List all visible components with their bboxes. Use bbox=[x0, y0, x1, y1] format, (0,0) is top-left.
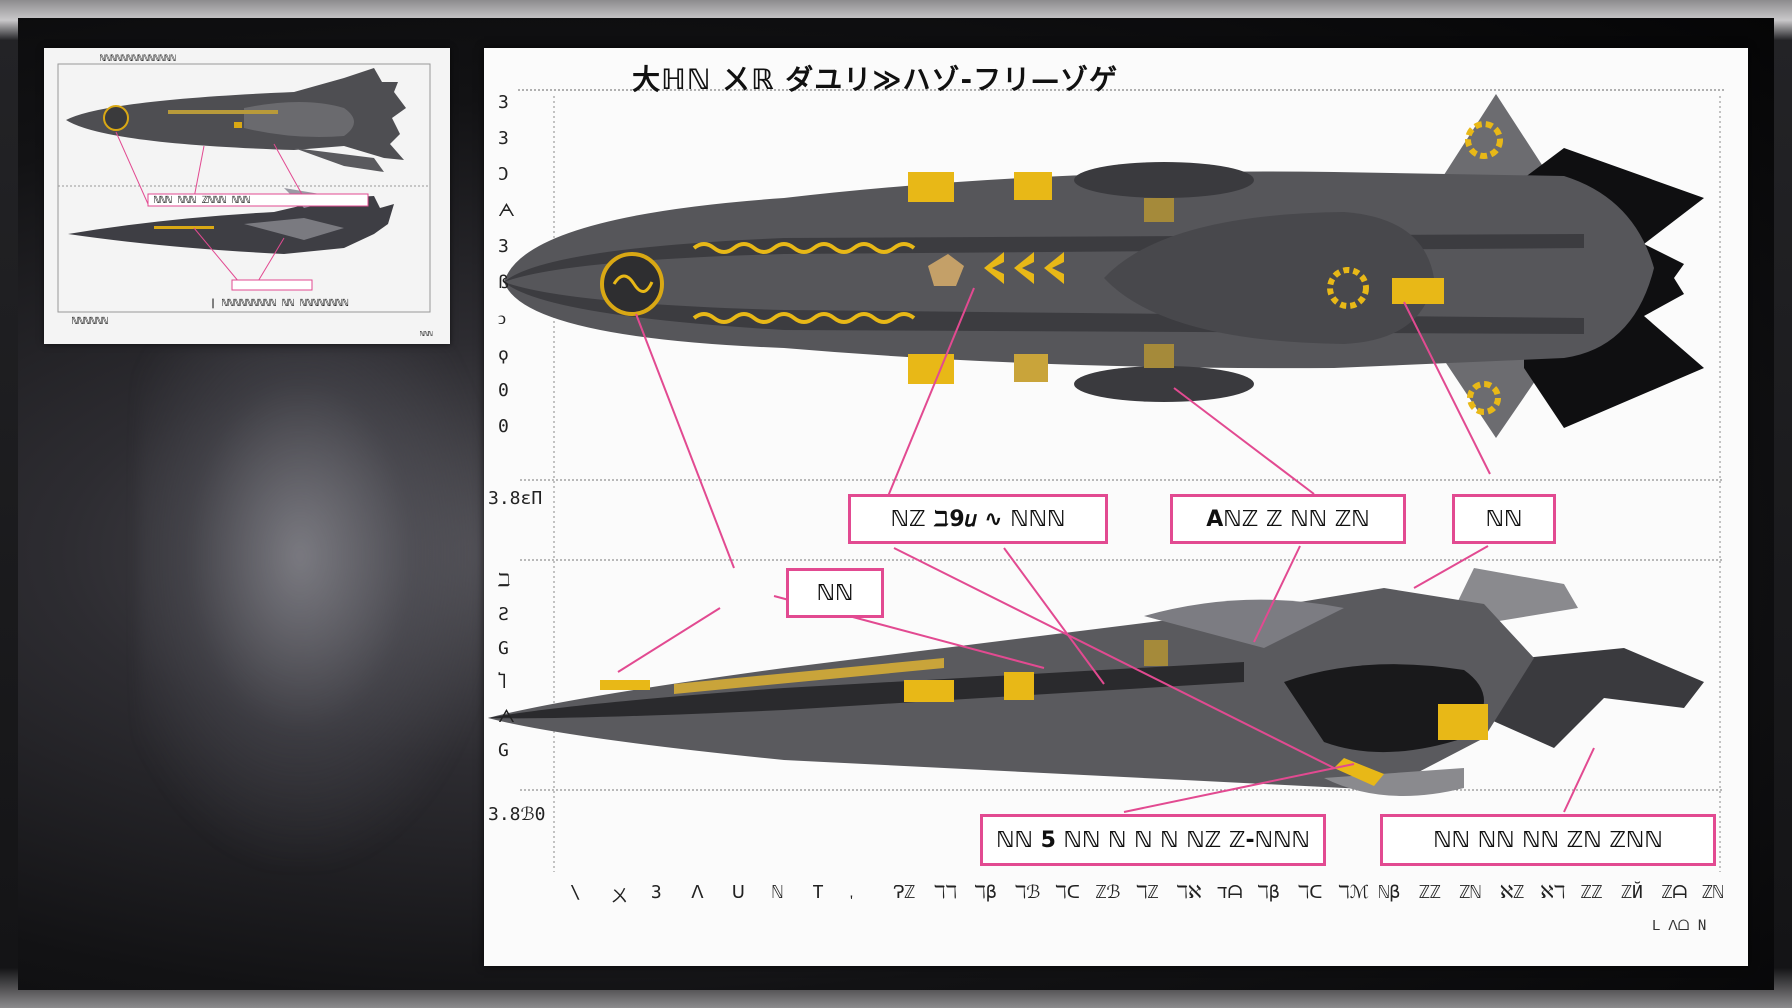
decal-upper-1 bbox=[908, 172, 954, 202]
decal-gear-pod bbox=[1327, 267, 1369, 309]
x-tick: ℸℤ bbox=[1136, 882, 1159, 903]
x-tick: ㄨ bbox=[610, 886, 629, 907]
thumbnail-title: ℕℕℕℕℕℕℕℕℕℕℕℕℕℕ bbox=[100, 54, 176, 64]
x-tick: ℸℳ bbox=[1338, 882, 1369, 903]
y-tick-top: 3 bbox=[498, 236, 509, 257]
x-tick: \ bbox=[570, 882, 581, 903]
engine-pod bbox=[1104, 212, 1434, 344]
decal-upper-3 bbox=[1144, 198, 1174, 222]
decal-hex bbox=[928, 254, 964, 286]
missile-side-view bbox=[488, 568, 1704, 796]
fuselage bbox=[504, 171, 1654, 369]
y-tick-top: ϙ bbox=[498, 344, 509, 365]
x-tick: ℸℵ bbox=[1176, 882, 1202, 903]
x-tick: ℤЙ bbox=[1621, 882, 1643, 903]
corner-label: ᒪ ᐱᗝ Ν bbox=[1652, 918, 1707, 934]
y-tick-bottom: G bbox=[498, 740, 509, 761]
callout-1: ℕℤ ℶ9𝑢 ∿ ℕℕℕ bbox=[848, 494, 1108, 544]
decal-gear-fin-bottom bbox=[1467, 381, 1501, 415]
thumbnail-drawing bbox=[57, 63, 431, 313]
x-tick: ℸℸ bbox=[933, 882, 958, 903]
thumbnail-sheet: ℕℕℕℕℕℕℕℕℕℕℕℕℕℕ ℕℕℕ ℕℕℕ ℤℕℕℕ ℕℕℕ ℕℕℕℕℕℕ |… bbox=[44, 48, 450, 344]
x-tick: ℵℸ bbox=[1540, 882, 1566, 903]
lower-intake bbox=[1074, 366, 1254, 402]
callout-5: ℕℕ 5 ℕℕ ℕ ℕ ℕ ℕℤ ℤ-ℕℕℕ bbox=[980, 814, 1326, 866]
y-tick-top: ↄ bbox=[498, 308, 506, 329]
decal-gear-fin-top bbox=[1465, 121, 1503, 159]
x-tick: ℸβ bbox=[974, 882, 997, 903]
thumb-missile-top bbox=[66, 68, 406, 172]
x-tick: ᐱ bbox=[691, 882, 704, 903]
x-tick: ℵℤ bbox=[1499, 882, 1525, 903]
y-tick-top: ß bbox=[498, 272, 509, 293]
page-title: 大ℍℕ ㄨℝ ダユリ≫ハゾ-フリ—ゾゲ bbox=[632, 63, 1119, 96]
x-tick: ℕ bbox=[772, 882, 783, 903]
x-tick: ℸℬ bbox=[1014, 882, 1041, 903]
y-tick-top: 0 bbox=[498, 416, 509, 437]
x-tick: Ɂℤ bbox=[893, 882, 916, 903]
side-decal-1 bbox=[904, 680, 954, 702]
x-tick: ℸᑕ bbox=[1297, 882, 1323, 903]
decal-upper-2 bbox=[1014, 172, 1052, 200]
thumbnail-corner-label: ℕℕℕ bbox=[420, 330, 433, 338]
x-tick: ℸβ bbox=[1257, 882, 1280, 903]
x-tick: З bbox=[650, 882, 662, 903]
thumbnail-bottom-label-left: ℕℕℕℕℕℕ bbox=[72, 316, 109, 327]
y-tick-bottom: ℶ bbox=[498, 570, 511, 591]
nose-emblem bbox=[600, 252, 664, 316]
side-dorsal-intake bbox=[1144, 599, 1344, 648]
callout-6: ℕℕ ℕℕ ℕℕ ℤℕ ℤℕℕ bbox=[1380, 814, 1716, 866]
x-tick: ℤℬ bbox=[1095, 882, 1121, 903]
side-ventral-fin bbox=[1324, 768, 1464, 796]
side-decal-3 bbox=[1144, 640, 1168, 666]
decal-lower-2 bbox=[1014, 354, 1048, 382]
chevron-decal bbox=[984, 252, 1064, 284]
x-tick: ℤᗩ bbox=[1661, 882, 1688, 903]
side-decal-pod bbox=[1438, 704, 1488, 740]
x-tick: ℤℤ bbox=[1419, 882, 1441, 903]
x-tick: ℤℕ bbox=[1459, 882, 1482, 903]
upper-wave-stripe bbox=[692, 242, 916, 254]
side-fuselage-shade bbox=[488, 662, 1244, 719]
decal-lower-3 bbox=[1144, 344, 1174, 368]
decal-lower-1 bbox=[908, 354, 954, 384]
lower-wave-stripe bbox=[692, 312, 916, 324]
x-tick: ℸᑕ bbox=[1055, 882, 1080, 903]
x-tick: ℕβ bbox=[1378, 882, 1401, 903]
main-drawing bbox=[488, 89, 1724, 872]
x-tick: ℤℤ bbox=[1580, 882, 1603, 903]
x-tick: ᑌ bbox=[731, 882, 745, 903]
y-tick-top: 0 bbox=[498, 380, 509, 401]
smoke-shape bbox=[138, 348, 498, 868]
y-tick-top: ᗅ bbox=[498, 200, 515, 221]
thumbnail-mid-label: ℕℕℕ ℕℕℕ ℤℕℕℕ ℕℕℕ bbox=[154, 195, 251, 206]
missile-top-view bbox=[504, 94, 1704, 438]
y-tick-bottom: ᗅ bbox=[498, 706, 515, 727]
callout-2: Aℕℤ ℤ ℕℕ ℤℕ bbox=[1170, 494, 1406, 544]
scale-label-bottom: 3.8ℬ0 bbox=[488, 804, 546, 825]
scale-label-top: 3.8εΠ bbox=[488, 488, 543, 509]
callout-4: ℕℕ bbox=[786, 568, 884, 618]
side-engine-pod bbox=[1284, 664, 1484, 753]
callout-3: ℕℕ bbox=[1452, 494, 1556, 544]
upper-intake bbox=[1074, 162, 1254, 198]
y-tick-bottom: G bbox=[498, 638, 509, 659]
y-tick-top: 3 bbox=[498, 92, 509, 113]
y-tick-top: Ͻ bbox=[498, 164, 509, 185]
side-decal-2 bbox=[1004, 672, 1034, 700]
decal-pod-tag bbox=[1392, 278, 1444, 304]
thumbnail-bottom-label-right: | ℕℕℕℕℕℕℕℕℕ ℕℕ ℕℕℕℕℕℕℕℕ bbox=[210, 298, 349, 309]
side-decal-nose bbox=[600, 680, 650, 690]
x-tick: ℸᗩ bbox=[1216, 882, 1243, 903]
y-tick-bottom: Ƨ bbox=[498, 604, 509, 625]
side-stripe bbox=[674, 658, 944, 694]
x-tick: Т bbox=[812, 882, 824, 903]
y-tick-bottom: Ⴈ bbox=[498, 672, 507, 693]
y-tick-top: 3 bbox=[498, 128, 509, 149]
x-tick: ℤℕ bbox=[1702, 882, 1724, 903]
